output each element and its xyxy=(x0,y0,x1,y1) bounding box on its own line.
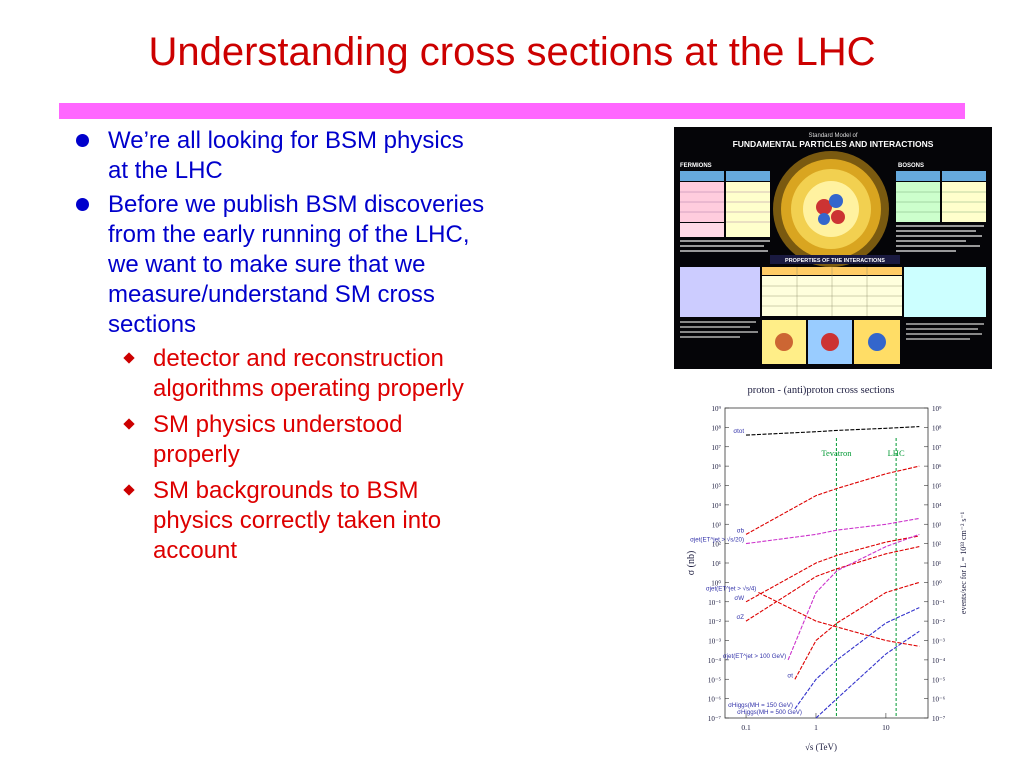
y-tick-label-left: 10⁻² xyxy=(708,618,721,626)
y-tick-label-right: 10⁶ xyxy=(932,463,942,471)
diamond-bullet-icon xyxy=(123,418,135,430)
cross-section-svg: proton - (anti)proton cross sections 10⁹… xyxy=(686,385,968,752)
y-tick-label-left: 10² xyxy=(712,541,721,549)
series-label: σHiggs(MH = 500 GeV) xyxy=(737,709,802,716)
diamond-bullet-icon xyxy=(123,352,135,364)
series-line xyxy=(745,517,920,545)
series-label: σtot xyxy=(733,428,744,435)
series-label: σjet(ET^jet > 100 GeV) xyxy=(723,653,786,660)
sub-bullet-item: SM physics understood properly xyxy=(70,410,490,470)
y-tick-label-left: 10⁻³ xyxy=(708,638,721,646)
diamond-bullet-icon xyxy=(123,484,135,496)
energy-marker-label: Tevatron xyxy=(821,448,852,458)
y-tick-label-left: 10⁵ xyxy=(712,483,722,491)
y-tick-label-right: 10⁻⁶ xyxy=(932,696,946,704)
y-tick-label-right: 10⁻³ xyxy=(932,638,945,646)
series-line xyxy=(787,533,920,661)
series-line xyxy=(745,465,920,535)
y-tick-label-right: 10⁻⁵ xyxy=(932,676,946,684)
series-label: σt xyxy=(787,672,793,679)
sub-bullet-item: SM backgrounds to BSM physics correctly … xyxy=(70,476,490,566)
standard-model-poster: Standard Model of FUNDAMENTAL PARTICLES … xyxy=(674,127,992,369)
y-tick-label-right: 10⁻⁴ xyxy=(932,657,946,665)
y-tick-label-left: 10⁻⁴ xyxy=(708,657,722,665)
y-tick-label-left: 10⁻⁶ xyxy=(708,696,722,704)
title-rule xyxy=(59,103,965,119)
bullet-text: We’re all looking for BSM physics at the… xyxy=(108,127,464,184)
bullet-dot-icon xyxy=(76,134,89,147)
poster-heading: FUNDAMENTAL PARTICLES AND INTERACTIONS xyxy=(733,139,934,149)
x-tick-label: 0.1 xyxy=(741,723,751,732)
series-line xyxy=(758,592,920,647)
slide-title: Understanding cross sections at the LHC xyxy=(148,30,876,74)
series-line xyxy=(794,607,920,710)
bullet-dot-icon xyxy=(76,198,89,211)
series-line xyxy=(745,426,920,436)
y-tick-label-right: 10⁸ xyxy=(932,424,942,432)
y-tick-label-left: 10⁸ xyxy=(712,424,722,432)
x-axis-label: √s (TeV) xyxy=(805,742,837,752)
bullet-text: Before we publish BSM discoveries from t… xyxy=(108,191,485,338)
poster-graphic: Standard Model of FUNDAMENTAL PARTICLES … xyxy=(674,127,992,369)
series-line xyxy=(815,630,920,719)
y-tick-label-right: 10⁷ xyxy=(932,444,942,452)
y-tick-label-left: 10¹ xyxy=(712,560,721,568)
y-tick-label-right: 10⁻¹ xyxy=(932,599,945,607)
poster-properties-label: PROPERTIES OF THE INTERACTIONS xyxy=(785,258,885,264)
y-tick-label-left: 10⁴ xyxy=(712,502,722,510)
series-label: σW xyxy=(734,595,744,602)
bullet-item: We’re all looking for BSM physics at the… xyxy=(70,126,490,186)
y-tick-label-right: 10⁹ xyxy=(932,405,942,413)
poster-fermions-label: FERMIONS xyxy=(680,163,712,169)
x-tick-label: 10 xyxy=(882,723,890,732)
series-label: σHiggs(MH = 150 GeV) xyxy=(728,702,793,709)
series-label: σjet(ET^jet > √s/4) xyxy=(706,586,757,593)
y-tick-label-left: 10³ xyxy=(712,521,721,529)
y-tick-label-left: 10⁻¹ xyxy=(708,599,721,607)
cross-section-chart: proton - (anti)proton cross sections 10⁹… xyxy=(684,378,974,758)
y-tick-label-right: 10⁵ xyxy=(932,483,942,491)
y-tick-label-left: 10⁻⁷ xyxy=(708,715,722,723)
y-tick-label-right: 10³ xyxy=(932,521,941,529)
y-axis-right-label: events/sec for L = 10³³ cm⁻² s⁻¹ xyxy=(959,511,968,614)
bullet-list: We’re all looking for BSM physics at the… xyxy=(70,126,490,572)
y-tick-label-right: 10⁰ xyxy=(932,579,942,587)
energy-marker-label: LHC xyxy=(888,448,905,458)
x-tick-label: 1 xyxy=(814,723,818,732)
y-tick-label-right: 10⁴ xyxy=(932,502,942,510)
series-line xyxy=(794,581,920,680)
poster-heading-small: Standard Model of xyxy=(808,133,857,139)
bullet-item: Before we publish BSM discoveries from t… xyxy=(70,190,490,340)
sub-bullet-text: SM backgrounds to BSM physics correctly … xyxy=(153,477,442,564)
sub-bullet-text: detector and reconstruction algorithms o… xyxy=(153,345,464,402)
chart-title: proton - (anti)proton cross sections xyxy=(748,385,895,396)
y-tick-label-left: 10⁹ xyxy=(712,405,722,413)
y-tick-label-right: 10² xyxy=(932,541,941,549)
series-label: σb xyxy=(737,527,745,534)
y-tick-label-right: 10¹ xyxy=(932,560,941,568)
poster-bosons-label: BOSONS xyxy=(898,163,924,169)
y-tick-label-left: 10⁶ xyxy=(712,463,722,471)
y-tick-label-right: 10⁻⁷ xyxy=(932,715,946,723)
y-axis-label: σ (nb) xyxy=(686,551,697,576)
y-tick-label-left: 10⁰ xyxy=(711,579,721,587)
y-tick-label-left: 10⁷ xyxy=(712,444,722,452)
sub-bullet-text: SM physics understood properly xyxy=(153,411,403,468)
series-label: σZ xyxy=(736,614,744,621)
series-label: σjet(ET^jet > √s/20) xyxy=(690,537,744,544)
series-line xyxy=(745,535,920,603)
y-tick-label-left: 10⁻⁵ xyxy=(708,676,722,684)
series-line xyxy=(745,546,920,622)
sub-bullet-item: detector and reconstruction algorithms o… xyxy=(70,344,490,404)
y-tick-label-right: 10⁻² xyxy=(932,618,945,626)
